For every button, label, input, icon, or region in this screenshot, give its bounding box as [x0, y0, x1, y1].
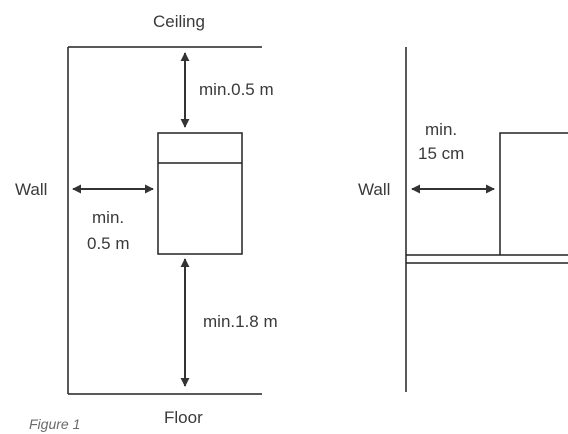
top-clearance-label: min.0.5 m: [199, 80, 274, 99]
side-gap-label-line1: min.: [425, 120, 458, 139]
appliance-unit-side: [499, 132, 568, 255]
appliance-unit-front: [157, 132, 243, 255]
right-wall-label: Wall: [358, 180, 391, 199]
left-wall-label: Wall: [15, 180, 48, 199]
side-gap-label-line2: 15 cm: [418, 144, 465, 163]
bottom-clearance-label: min.1.8 m: [203, 312, 278, 331]
floor-label: Floor: [164, 408, 203, 427]
ceiling-label: Ceiling: [153, 12, 205, 31]
support-shelf: [406, 254, 568, 264]
side-clearance-label-line2: 0.5 m: [87, 234, 130, 253]
figure-caption: Figure 1: [29, 416, 81, 432]
side-clearance-label-line1: min.: [92, 208, 125, 227]
